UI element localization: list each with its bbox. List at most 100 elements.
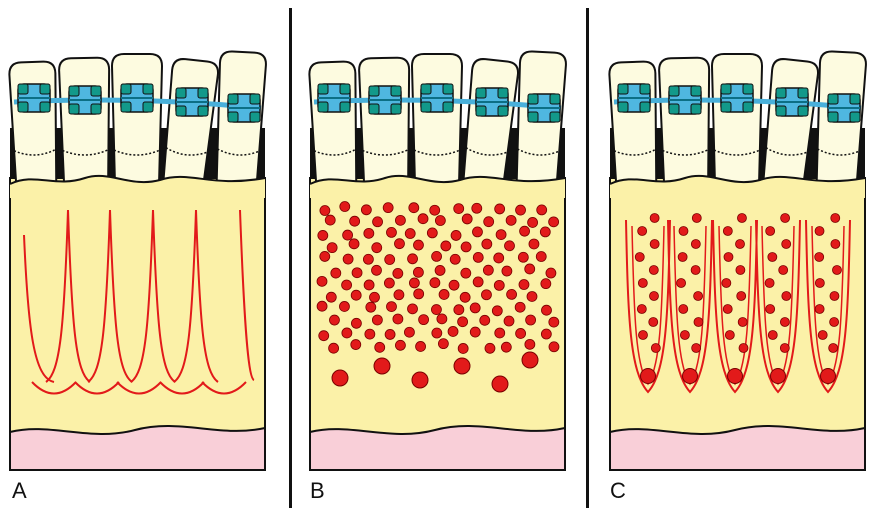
dot xyxy=(470,327,480,337)
dot xyxy=(351,318,361,328)
dot xyxy=(351,340,361,350)
dot xyxy=(495,328,505,338)
dot xyxy=(361,205,371,215)
dot xyxy=(725,331,734,340)
dot xyxy=(343,254,353,264)
dot xyxy=(386,227,396,237)
dot xyxy=(679,305,688,314)
dot xyxy=(496,230,506,240)
dot xyxy=(404,327,414,337)
dot xyxy=(320,251,330,261)
dot xyxy=(546,268,556,278)
bracket xyxy=(618,84,650,112)
dot-large xyxy=(771,369,786,384)
dot xyxy=(365,329,375,339)
dot xyxy=(831,214,840,223)
dot xyxy=(339,301,349,311)
alveolar-bone xyxy=(610,178,865,470)
dot xyxy=(650,240,659,249)
tooth-crown xyxy=(9,61,60,193)
dot xyxy=(525,264,535,274)
dot xyxy=(724,253,733,262)
dot xyxy=(494,253,504,263)
dot xyxy=(779,266,788,275)
bracket xyxy=(228,94,260,122)
bracket xyxy=(176,88,208,116)
dot xyxy=(549,342,559,352)
panel-a xyxy=(9,51,267,470)
dot xyxy=(765,279,774,288)
dot xyxy=(504,316,514,326)
panel-b xyxy=(309,51,567,470)
dot xyxy=(432,328,442,338)
dot xyxy=(363,254,373,264)
dot xyxy=(766,305,775,314)
dot xyxy=(637,305,646,314)
dot xyxy=(438,339,448,349)
dot xyxy=(395,340,405,350)
dot xyxy=(502,266,512,276)
dot xyxy=(650,214,659,223)
dot xyxy=(329,315,339,325)
dot xyxy=(461,268,471,278)
dot xyxy=(375,342,385,352)
dot xyxy=(395,215,405,225)
dot xyxy=(527,291,537,301)
dot xyxy=(516,328,526,338)
dot xyxy=(692,344,701,353)
dot xyxy=(691,266,700,275)
dot-large xyxy=(728,369,743,384)
dot-large xyxy=(374,358,390,374)
tooth-crown xyxy=(659,58,711,193)
bracket xyxy=(669,86,701,114)
bracket xyxy=(18,84,50,112)
dot xyxy=(441,241,451,251)
dot xyxy=(494,280,504,290)
dot xyxy=(815,305,824,314)
dot xyxy=(485,343,495,353)
dot xyxy=(439,289,449,299)
dot xyxy=(519,280,529,290)
dot xyxy=(331,268,341,278)
dot xyxy=(651,344,660,353)
dot xyxy=(458,317,468,327)
dot xyxy=(782,292,791,301)
dot xyxy=(832,266,841,275)
dot xyxy=(349,239,359,249)
bracket xyxy=(318,84,350,112)
dot xyxy=(427,228,437,238)
dot xyxy=(460,292,470,302)
dot xyxy=(831,240,840,249)
alveolar-bone xyxy=(10,178,265,470)
dot xyxy=(458,343,468,353)
tooth-crown xyxy=(712,54,762,193)
dot xyxy=(694,292,703,301)
dot xyxy=(738,318,747,327)
bracket xyxy=(369,86,401,114)
dot xyxy=(541,279,551,289)
tooth-crown xyxy=(309,61,360,193)
dot xyxy=(386,302,396,312)
bracket xyxy=(721,84,753,112)
panel-c xyxy=(609,51,867,470)
dot xyxy=(501,342,511,352)
dot-large xyxy=(821,369,836,384)
dot xyxy=(451,230,461,240)
dot xyxy=(317,301,327,311)
dot xyxy=(449,280,459,290)
dot xyxy=(385,255,395,265)
bracket xyxy=(476,88,508,116)
dot xyxy=(366,302,376,312)
dot xyxy=(317,276,327,286)
dot xyxy=(394,290,404,300)
dot xyxy=(526,315,536,325)
dot xyxy=(418,214,428,224)
tooth-crown xyxy=(412,54,462,193)
dot xyxy=(649,292,658,301)
dot xyxy=(383,203,393,213)
dot xyxy=(638,331,647,340)
dot xyxy=(505,241,515,251)
dot xyxy=(350,216,360,226)
tooth-crown xyxy=(59,58,111,193)
